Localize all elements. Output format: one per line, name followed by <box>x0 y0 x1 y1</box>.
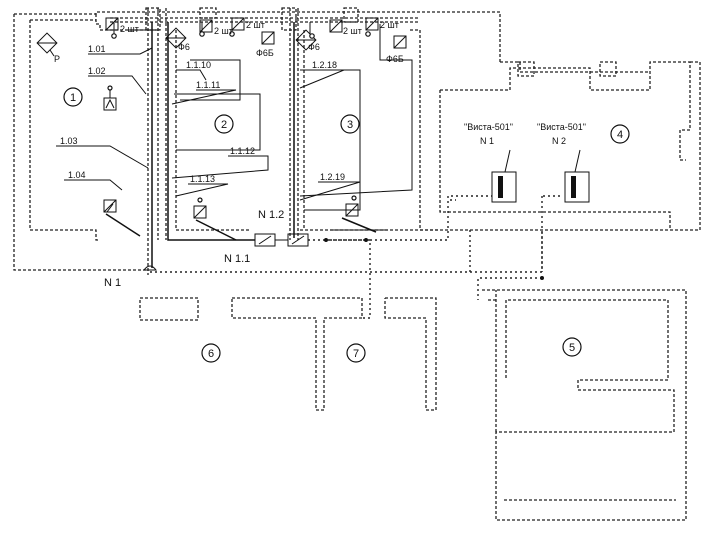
loop-label: 1.03 <box>60 136 78 146</box>
panel-1-name: "Виста-501" <box>464 122 513 132</box>
panel-labels: "Виста-501" N 1 "Виста-501" N 2 <box>464 122 586 146</box>
room-number: 3 <box>347 119 353 131</box>
building-walls <box>13 7 701 275</box>
room-number: 4 <box>617 129 623 141</box>
detector-p-label: P <box>54 54 60 64</box>
loop-branches <box>56 47 361 201</box>
count-label: 2 шт <box>214 26 233 36</box>
node-n1-label: N 1 <box>104 277 121 289</box>
detector-f6b-label: Ф6Б <box>386 54 404 64</box>
room-markers: 1 2 3 4 5 6 7 <box>63 87 630 363</box>
loop-label: 1.1.10 <box>186 60 211 70</box>
node-labels: N 1 N 1.1 N 1.2 <box>104 209 284 289</box>
communication-lines <box>150 195 560 319</box>
panel-2-number: N 2 <box>552 136 566 146</box>
count-label: 2 шт <box>120 24 139 34</box>
panel-2-name: "Виста-501" <box>537 122 586 132</box>
loop-label: 1.2.19 <box>320 172 345 182</box>
loop-labels: 1.01 1.02 1.03 1.04 1.1.10 1.1.11 1.1.12… <box>60 44 345 184</box>
lower-buildings <box>139 289 687 521</box>
room-number: 5 <box>569 342 575 354</box>
loop-label: 1.02 <box>88 66 106 76</box>
count-label: 2 шт <box>246 20 265 30</box>
panel-1-box <box>491 171 517 203</box>
loop-label: 1.1.12 <box>230 146 255 156</box>
loop-label: 1.1.13 <box>190 174 215 184</box>
room-number: 1 <box>70 92 76 104</box>
loop-label: 1.1.11 <box>196 80 220 90</box>
node-n12-label: N 1.2 <box>258 209 284 221</box>
panel-1-number: N 1 <box>480 136 494 146</box>
control-panels <box>491 149 590 203</box>
loop-label: 1.2.18 <box>312 60 337 70</box>
count-label: 2 шт <box>343 26 362 36</box>
loop-label: 1.04 <box>68 170 86 180</box>
detector-f6-label: Ф6 <box>308 42 320 52</box>
panel-1-bar <box>498 176 503 198</box>
detector-symbols <box>36 17 407 241</box>
detector-f6b-label: Ф6Б <box>256 48 274 58</box>
detector-f6-label: Ф6 <box>178 42 190 52</box>
loop-label: 1.01 <box>88 44 106 54</box>
room-number: 6 <box>208 348 214 360</box>
junction-dot <box>364 238 368 242</box>
room-number: 2 <box>221 119 227 131</box>
detector-labels: 2 шт 2 шт 2 шт 2 шт 2 шт P Ф6 Ф6 Ф6Б Ф6Б <box>54 20 404 64</box>
junction-boxes <box>142 233 309 271</box>
panel-2-bar <box>571 176 576 198</box>
junction-dot <box>540 276 544 280</box>
node-n11-label: N 1.1 <box>224 253 250 265</box>
room-number: 7 <box>353 348 359 360</box>
panel-2-box <box>564 171 590 203</box>
junction-dot <box>324 238 328 242</box>
trunk-wiring <box>113 22 413 268</box>
count-label: 2 шт <box>380 20 399 30</box>
